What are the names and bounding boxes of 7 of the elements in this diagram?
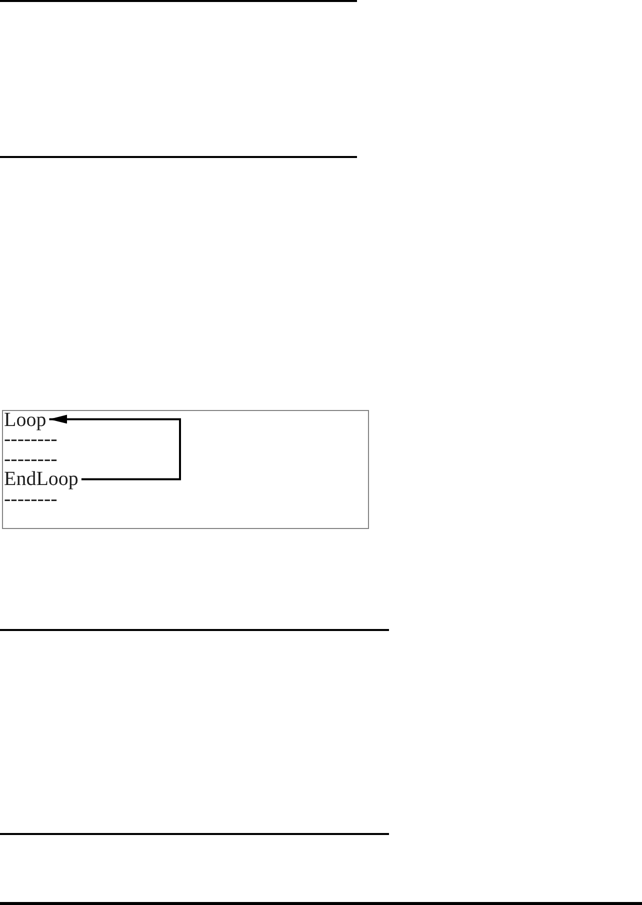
arrow — [49, 414, 181, 480]
placeholder-line: -------- — [4, 488, 58, 508]
code-box — [2, 410, 369, 529]
code-keyword: Loop — [4, 410, 46, 430]
placeholder-line: -------- — [4, 429, 58, 450]
placeholder-line: -------- — [4, 449, 58, 470]
code-keyword: EndLoop — [4, 468, 78, 489]
